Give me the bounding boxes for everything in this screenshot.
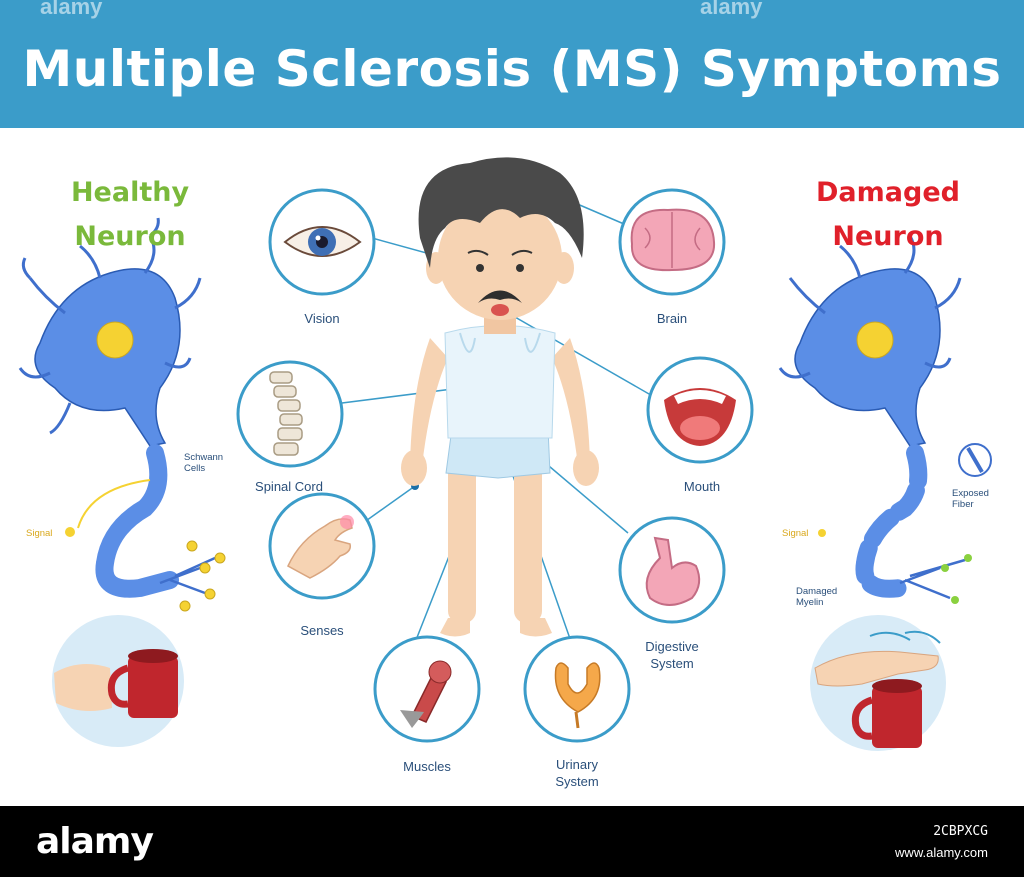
healthy-heading-line1: Healthy <box>70 177 190 208</box>
muscle-icon <box>400 660 452 728</box>
digestive-line1: Digestive <box>645 639 699 654</box>
healthy-signal-label: Signal <box>26 528 53 539</box>
alamy-logo: alamy <box>36 821 154 862</box>
healthy-neuron <box>18 217 226 612</box>
mouth-label: Mouth <box>683 479 721 494</box>
bladder-icon <box>554 662 601 729</box>
image-id: 2CBPXCG <box>933 824 988 839</box>
damaged-heading-line2: Neuron <box>832 221 944 252</box>
senses-label: Senses <box>300 623 344 638</box>
damaged-neuron-heading: Damaged Neuron <box>778 171 998 259</box>
vision-label: Vision <box>304 311 340 326</box>
damaged-signal-label: Signal <box>782 528 809 539</box>
illustration <box>18 157 992 751</box>
shaky-cup-scene <box>810 615 946 751</box>
schwann-line1: Schwann <box>184 452 224 463</box>
mouth-icon <box>664 388 736 446</box>
damaged-myelin-label: Damaged Myelin <box>796 586 837 608</box>
title-banner: alamy alamy Multiple Sclerosis (MS) Symp… <box>0 0 1024 128</box>
watermark-right: alamy <box>700 0 763 19</box>
digestive-line2: System <box>650 656 694 671</box>
schwann-cells-label: Schwann Cells <box>184 452 223 474</box>
urinary-line1: Urinary <box>556 757 598 772</box>
infographic: Healthy Neuron Damaged Neuron Schwann Ce… <box>0 128 1024 806</box>
spine-icon <box>269 371 303 456</box>
exposed-line2: Fiber <box>952 499 974 510</box>
urinary-line2: System <box>555 774 599 789</box>
healthy-cup-scene <box>52 615 184 747</box>
exposed-fiber-label: Exposed Fiber <box>952 488 989 510</box>
stomach-icon <box>645 536 701 606</box>
damaged-heading-line1: Damaged <box>816 177 960 208</box>
footer-bar: alamy 2CBPXCG www.alamy.com <box>0 806 1024 877</box>
muscles-label: Muscles <box>403 759 451 774</box>
watermark-left: alamy <box>40 0 103 19</box>
healthy-neuron-heading: Healthy Neuron <box>20 171 240 259</box>
person-figure <box>401 157 599 637</box>
brain-icon <box>630 208 716 272</box>
damaged-myelin-line1: Damaged <box>796 586 838 597</box>
digestive-system-label: Digestive System <box>607 638 737 672</box>
page-title: Multiple Sclerosis (MS) Symptoms <box>22 40 1002 98</box>
exposed-line1: Exposed <box>952 488 989 499</box>
hand-icon <box>287 515 354 579</box>
spinal-cord-label: Spinal Cord <box>255 479 323 494</box>
brain-label: Brain <box>656 311 688 326</box>
schwann-line2: Cells <box>184 463 206 474</box>
healthy-heading-line2: Neuron <box>74 221 186 252</box>
damaged-neuron <box>778 235 992 604</box>
eye-icon <box>283 226 362 257</box>
urinary-system-label: Urinary System <box>512 756 642 790</box>
damaged-myelin-line2: Myelin <box>796 597 824 608</box>
site-url: www.alamy.com <box>895 845 988 860</box>
